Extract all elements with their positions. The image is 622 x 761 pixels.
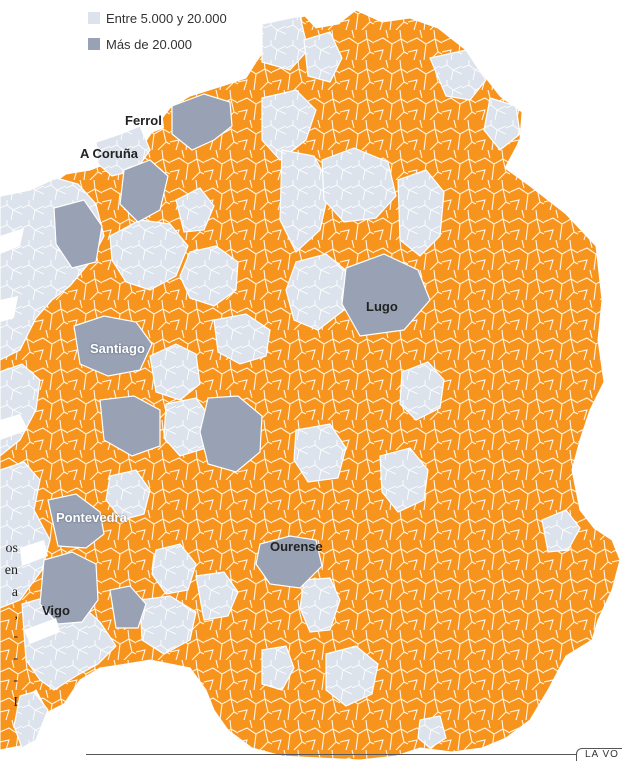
- map-legend: Entre 5.000 y 20.000 Más de 20.000: [88, 8, 227, 60]
- legend-swatch-dark: [88, 38, 100, 50]
- footer-source-tab: LA VO: [576, 748, 622, 761]
- city-label-vigo: Vigo: [42, 603, 70, 618]
- light-municipalities: [0, 15, 581, 749]
- legend-swatch-light: [88, 12, 100, 24]
- dark-municipalities: [39, 93, 431, 629]
- coastline-bays: [0, 110, 164, 644]
- city-label-ourense: Ourense: [270, 539, 323, 554]
- city-label-coruna: A Coruña: [80, 146, 139, 161]
- article-line: os: [5, 541, 18, 556]
- article-line: en: [4, 563, 18, 578]
- legend-item-light: Entre 5.000 y 20.000: [88, 8, 227, 28]
- legend-item-dark: Más de 20.000: [88, 34, 227, 54]
- footer-divider: [86, 754, 576, 755]
- legend-label-dark: Más de 20.000: [106, 36, 193, 52]
- legend-label-light: Entre 5.000 y 20.000: [106, 10, 227, 26]
- article-line: a: [11, 585, 18, 600]
- city-label-lugo: Lugo: [366, 299, 398, 314]
- article-line: -: [13, 629, 18, 644]
- article-line: I: [13, 695, 18, 710]
- city-label-ferrol: Ferrol: [125, 113, 162, 128]
- city-label-santiago: Santiago: [90, 341, 145, 356]
- article-line: -: [13, 673, 18, 688]
- article-line: -: [13, 651, 18, 666]
- article-line: ,: [14, 607, 19, 622]
- article-text-fragment: os en a , - - - I: [0, 538, 18, 714]
- city-label-pontevedra: Pontevedra: [56, 510, 127, 525]
